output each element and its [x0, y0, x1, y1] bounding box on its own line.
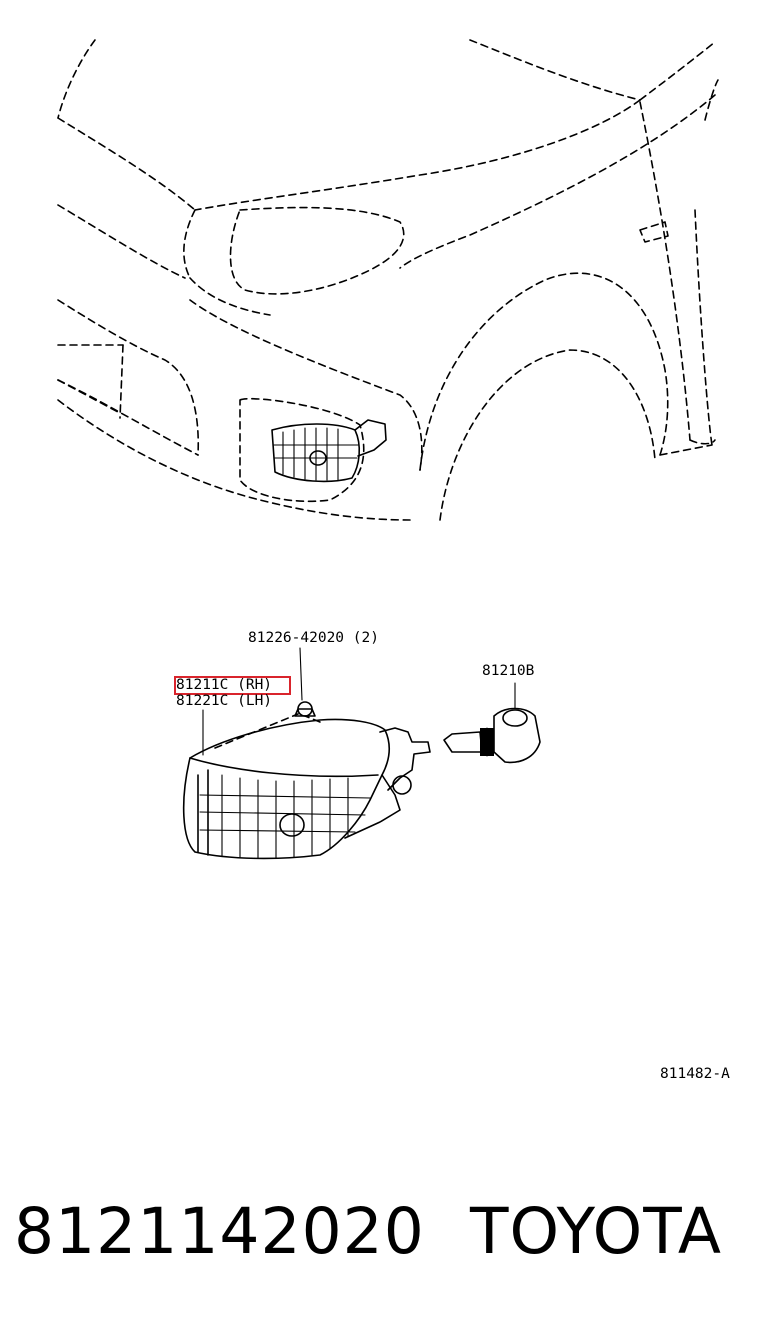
callout-bolt: 81226-42020 (2): [248, 630, 379, 646]
vehicle-lamp-thumbnail: [271, 419, 387, 483]
figure-code: 811482-A: [660, 1066, 730, 1082]
part-number: 8121142020: [14, 1195, 425, 1268]
callout-lamp-rh: 81211C (RH): [176, 677, 273, 693]
callout-bulb: 81210B: [482, 663, 535, 679]
bulb: [443, 707, 541, 764]
highlighted-part-box: [174, 676, 291, 695]
lamp-assembly: [182, 718, 431, 860]
callout-lamp-lh: 81221C (LH): [176, 693, 273, 709]
vehicle-front-outline: [57, 39, 719, 521]
leader-lines: [202, 647, 516, 756]
brand-name: TOYOTA: [470, 1195, 722, 1268]
